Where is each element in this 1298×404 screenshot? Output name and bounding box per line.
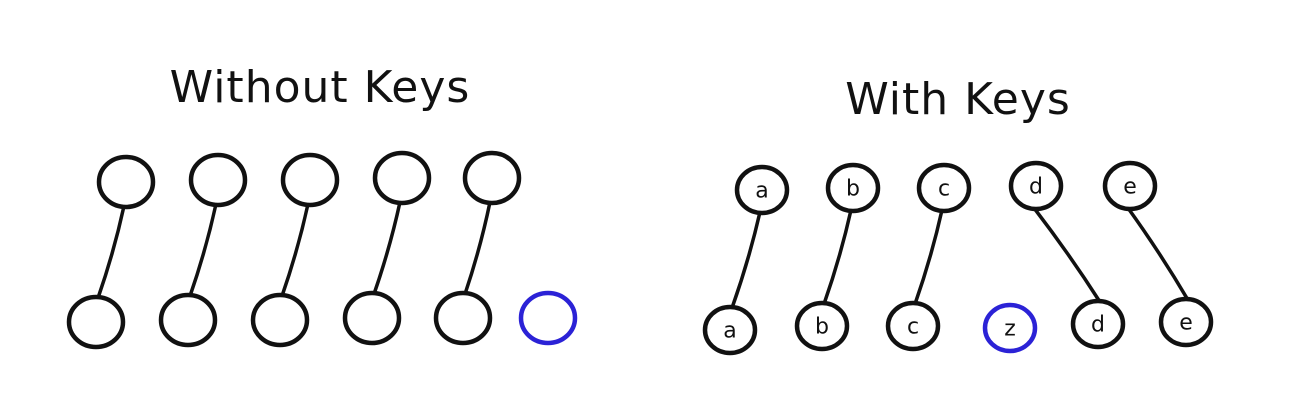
node-circle [825,162,881,214]
bottom-row-node: c [885,300,941,352]
node-label: e [1123,175,1137,200]
node-circle [734,164,790,216]
top-row-node: c [916,162,972,214]
node-circle [372,150,432,206]
node-label: e [1179,311,1193,336]
connector-line [822,208,853,306]
node-circle [702,304,758,356]
new-node-circle [982,302,1038,354]
node-circle [188,152,248,208]
node-label: a [755,179,768,204]
top-row-node [96,154,156,210]
bottom-row-node [66,294,126,350]
top-row-node [280,152,340,208]
node-circle [1158,296,1214,348]
bottom-row-node [342,290,402,346]
bottom-row-node [433,290,493,346]
node-label: a [723,319,736,344]
panel-title-without-keys: Without Keys [170,62,471,113]
top-row-node: d [1008,160,1064,212]
node-circle [96,154,156,210]
node-label: z [1004,317,1016,342]
connector-line [96,204,126,300]
connector-line [280,202,310,298]
node-circle [280,152,340,208]
node-label: d [1091,313,1105,338]
top-row-node: b [825,162,881,214]
edges-without-keys [96,200,492,300]
top-row-node [188,152,248,208]
connector-line [372,200,402,296]
node-label: c [938,177,950,202]
bottom-row-node: d [1070,298,1126,350]
edges-with-keys [730,206,1190,310]
node-circle [1070,298,1126,350]
bottom-row-node [158,292,218,348]
bottom-row-node: a [702,304,758,356]
node-circle [1102,160,1158,212]
bottom-row-node: b [794,300,850,352]
node-label: c [907,315,919,340]
node-circle [342,290,402,346]
node-circle [433,290,493,346]
top-row-node: a [734,164,790,216]
connector-line [1126,206,1190,302]
node-label: d [1029,175,1043,200]
bottom-row-node [518,290,578,346]
bottom-row-node: z [982,302,1038,354]
bottom-row-node: e [1158,296,1214,348]
panel-title-with-keys: With Keys [845,74,1071,125]
node-circle [158,292,218,348]
node-label: b [846,177,860,202]
connector-line [913,208,944,306]
bottom-row-node [250,292,310,348]
connector-line [463,200,492,296]
node-circle [462,150,522,206]
node-label: b [815,315,829,340]
top-row-node [462,150,522,206]
connector-line [730,210,762,310]
node-circle [794,300,850,352]
node-circle [66,294,126,350]
panel-with-keys: With Keys a b c d e a b c z d e [702,74,1214,356]
new-node-circle [518,290,578,346]
connector-line [1032,206,1102,304]
top-row-node: e [1102,160,1158,212]
node-circle [916,162,972,214]
panel-without-keys: Without Keys [66,62,578,350]
nodes-without-keys [66,150,578,350]
top-row-node [372,150,432,206]
connector-line [188,202,218,298]
node-circle [1008,160,1064,212]
nodes-with-keys: a b c d e a b c z d e [702,160,1214,356]
node-circle [250,292,310,348]
node-circle [885,300,941,352]
